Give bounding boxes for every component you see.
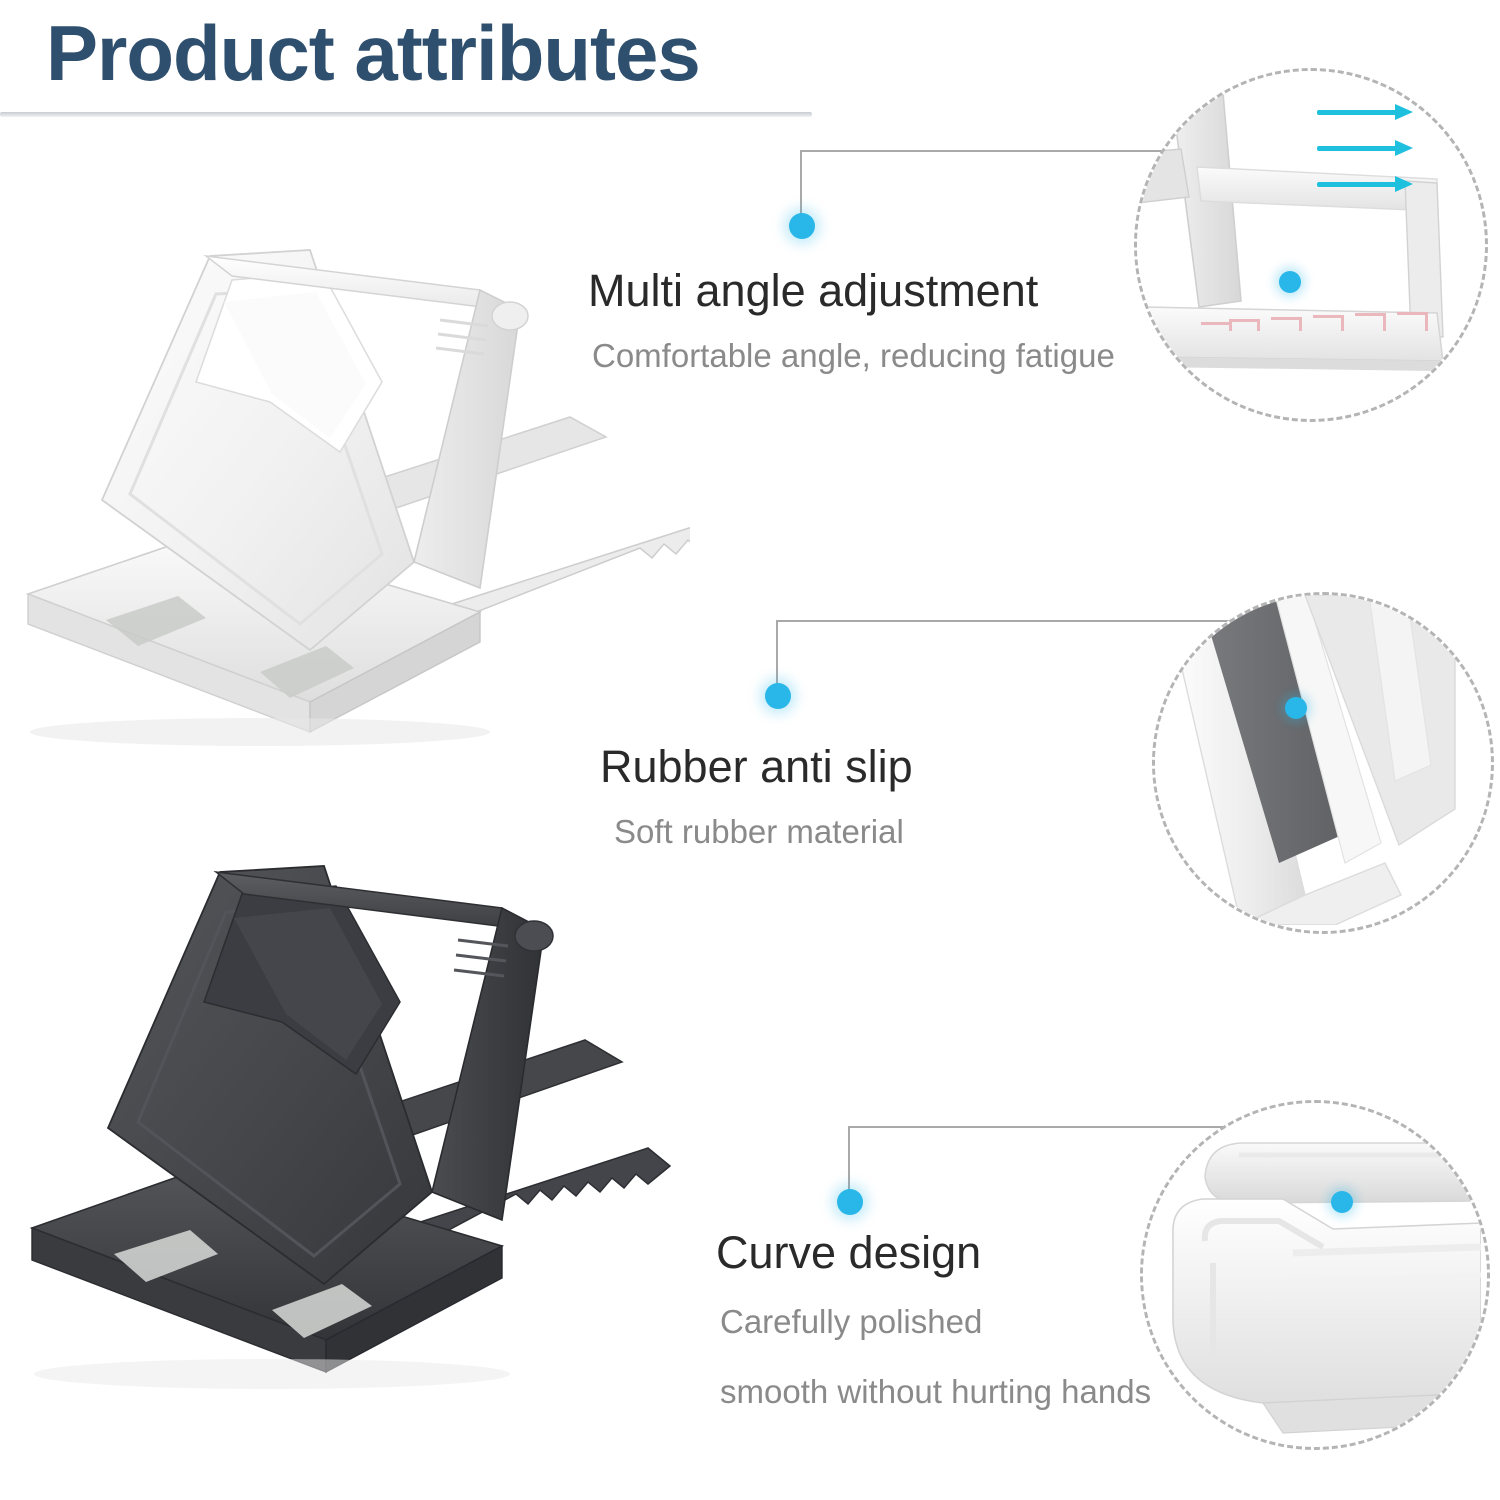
callout-multi-angle-adjustment: Multi angle adjustment Comfortable angle… [588,265,1115,382]
detail-dot-multi-angle-adjustment [1279,271,1301,293]
adjustment-arrow-icon [1317,176,1447,192]
detail-circle-rubber-anti-slip [1152,592,1494,934]
black-phone-stand-photo [10,840,710,1420]
leader-line-multi-angle-adjustment [800,150,1212,242]
adjustment-arrow-icon [1317,140,1447,156]
rounded-edge-detail-icon [1143,1103,1481,1441]
ratchet-teeth-highlight [1201,312,1431,331]
callout-dot-curve-design [837,1189,863,1215]
callout-dot-rubber-anti-slip [765,683,791,709]
header: Product attributes [0,0,860,124]
callout-subtitle-multi-angle-adjustment: Comfortable angle, reducing fatigue [592,337,1115,375]
leader-line-rubber-anti-slip [776,620,1232,708]
white-phone-stand-photo [10,232,690,772]
adjustment-arrows-group [1317,104,1447,215]
page-title: Product attributes [46,9,701,97]
callout-title-rubber-anti-slip: Rubber anti slip [600,741,913,792]
callout-title-curve-design: Curve design [716,1227,982,1278]
detail-circle-curve-design [1140,1100,1490,1450]
detail-dot-rubber-anti-slip [1285,697,1307,719]
black-stand-illustration [29,865,672,1389]
callout-dot-multi-angle-adjustment [789,213,815,239]
callout-rubber-anti-slip: Rubber anti slip Soft rubber material [600,741,913,858]
callout-curve-design: Curve design Carefully polished smooth w… [716,1227,1152,1417]
detail-circle-multi-angle-adjustment [1134,68,1488,422]
rubber-pad-detail-icon [1155,595,1485,925]
callout-subtitle-curve-design-line-1: Carefully polished [720,1303,983,1341]
callout-subtitle-rubber-anti-slip: Soft rubber material [614,813,904,851]
leader-line-curve-design [848,1126,1244,1214]
callout-subtitle-curve-design-line-2: smooth without hurting hands [720,1372,1152,1410]
adjustment-arrow-icon [1317,104,1447,120]
detail-dot-curve-design [1331,1191,1353,1213]
ratchet-arrows-detail-icon [1137,71,1479,413]
white-stand-illustration [25,249,690,746]
callout-title-multi-angle-adjustment: Multi angle adjustment [588,265,1039,316]
title-underline-divider [0,112,812,117]
